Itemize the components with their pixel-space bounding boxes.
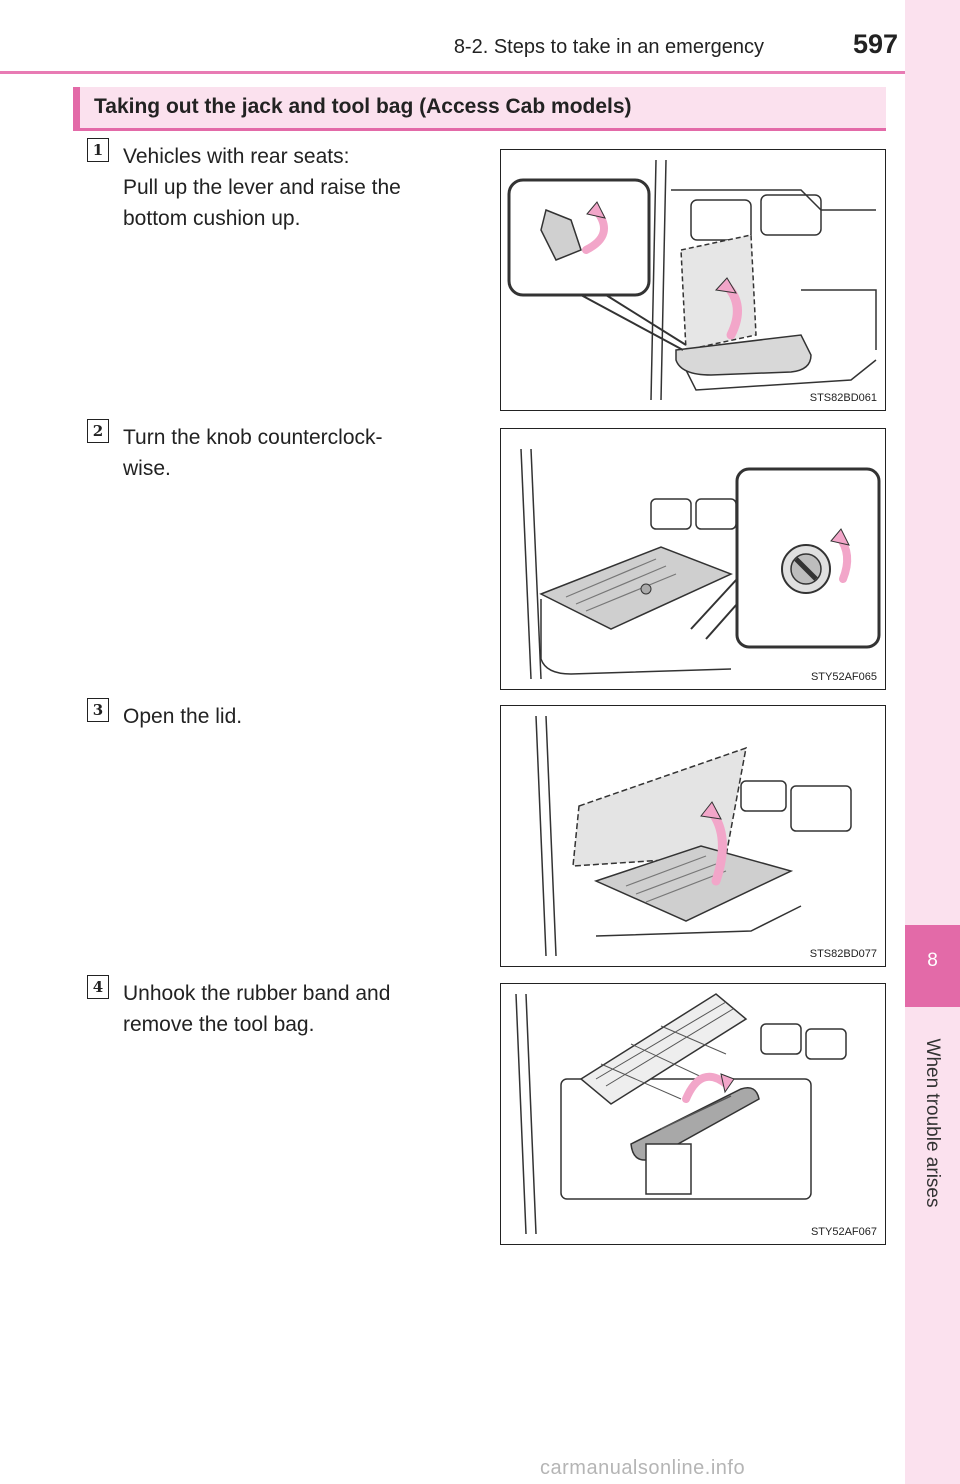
- step-number-badge: 4: [87, 975, 109, 999]
- figure-code: STY52AF065: [810, 671, 877, 683]
- step-number-badge: 2: [87, 419, 109, 443]
- watermark: carmanualsonline.info: [540, 1457, 746, 1479]
- chapter-number-box: [905, 925, 960, 1007]
- step-instruction: Unhook the rubber band and remove the to…: [123, 978, 481, 1040]
- step-text-line: Open the lid.: [123, 705, 243, 728]
- chapter-number: 8: [927, 950, 938, 971]
- step-instruction: Turn the knob counterclock- wise.: [123, 422, 481, 484]
- seat-cushion-lever-illustration-icon: [507, 159, 877, 401]
- figure-code: STS82BD061: [809, 392, 877, 404]
- step-text-line: remove the tool bag.: [123, 1013, 315, 1036]
- step-instruction: Vehicles with rear seats: Pull up the le…: [123, 141, 481, 234]
- step-figure: STY52AF065: [500, 428, 886, 690]
- step-instruction: Open the lid.: [123, 701, 481, 732]
- step-figure: STY52AF067: [500, 983, 886, 1245]
- step-figure: STS82BD077: [500, 705, 886, 967]
- step-number-badge: 3: [87, 698, 109, 722]
- page-number: 597: [852, 29, 898, 59]
- figure-code: STY52AF067: [810, 1226, 877, 1238]
- section-heading: Taking out the jack and tool bag (Access…: [73, 87, 886, 131]
- section-heading-text: Taking out the jack and tool bag (Access…: [94, 95, 632, 118]
- step-text-line: wise.: [123, 457, 171, 480]
- running-header: 8-2. Steps to take in an emergency: [453, 36, 764, 58]
- step-text-line: Turn the knob counterclock-: [123, 426, 383, 449]
- step-text-line: Vehicles with rear seats:: [123, 145, 350, 168]
- step-text-line: Pull up the lever and raise the: [123, 176, 401, 199]
- storage-knob-illustration-icon: [520, 448, 881, 680]
- step-text-line: bottom cushion up.: [123, 207, 301, 230]
- chapter-side-tab: [905, 0, 960, 1484]
- header-divider: [0, 71, 905, 74]
- step-text-line: Unhook the rubber band and: [123, 982, 391, 1005]
- open-lid-illustration-icon: [535, 715, 852, 957]
- figure-code: STS82BD077: [809, 948, 877, 960]
- tool-bag-illustration-icon: [515, 993, 847, 1235]
- step-number-badge: 1: [87, 138, 109, 162]
- chapter-title: When trouble arises: [922, 1038, 943, 1208]
- step-figure: STS82BD061: [500, 149, 886, 411]
